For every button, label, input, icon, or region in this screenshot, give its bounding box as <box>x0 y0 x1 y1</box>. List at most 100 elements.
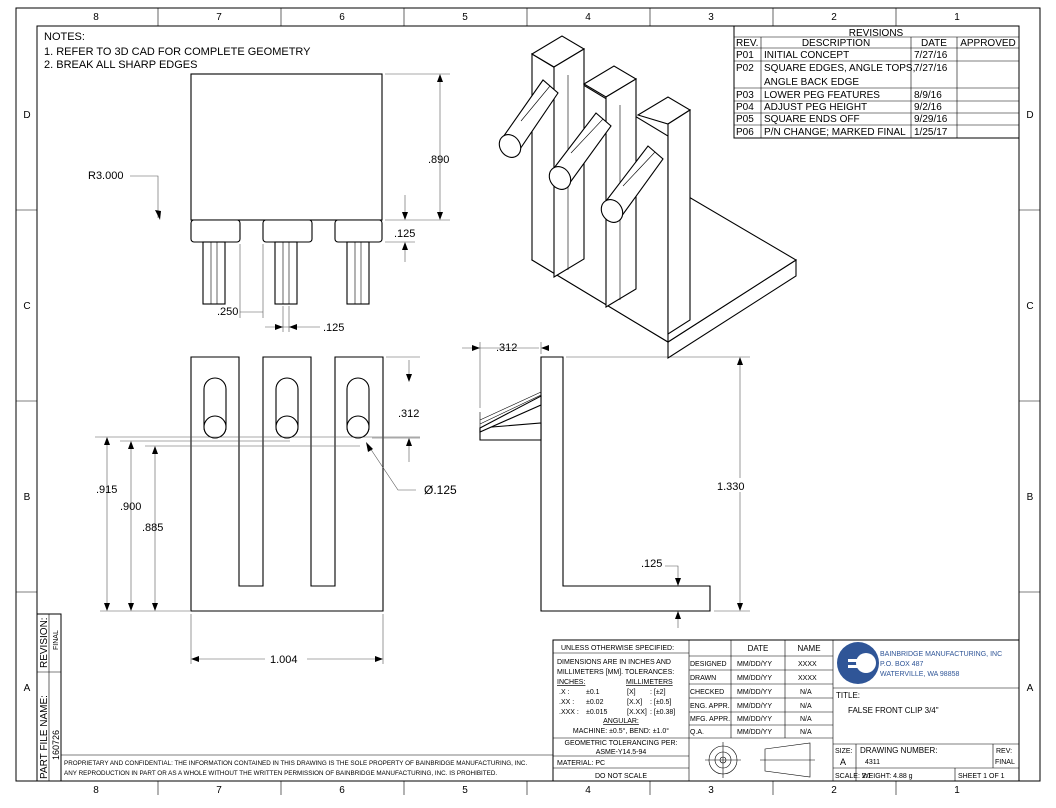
size-label: SIZE: <box>835 748 853 755</box>
zone-row-a-right: A <box>1027 683 1034 694</box>
rev-row-1-rev: P01 <box>736 50 754 61</box>
tol-angular-label: ANGULAR: <box>603 718 639 725</box>
disclaimer-line-2: ANY REPRODUCTION IN PART OR AS A WHOLE W… <box>64 770 497 777</box>
rev-row-2-desc: SQUARE EDGES, ANGLE TOPS, <box>764 63 915 74</box>
zone-col-4-bottom: 4 <box>585 785 591 796</box>
appr-row-3-date: MM/DD/YY <box>737 689 772 696</box>
zone-col-2-bottom: 2 <box>831 785 837 796</box>
notes-heading: NOTES: <box>44 31 85 43</box>
appr-row-6-role: Q.A. <box>690 729 704 736</box>
rev-col-date: DATE <box>921 38 947 49</box>
zone-row-c-left: C <box>23 301 30 312</box>
rev-col-rev: REV. <box>736 38 758 49</box>
rev-col-approved: APPROVED <box>960 38 1016 49</box>
appr-row-1-name: XXXX <box>798 661 817 668</box>
zone-labels-side: D C B A D C B A <box>23 110 1033 694</box>
rev-row-1-desc: INITIAL CONCEPT <box>764 50 849 61</box>
dim-slot-width: .125 <box>323 322 344 334</box>
zone-col-4: 4 <box>585 12 591 23</box>
appr-row-6-name: N/A <box>800 729 812 736</box>
title-label: TITLE: <box>836 691 860 700</box>
company-address-1: P.O. BOX 487 <box>880 661 924 668</box>
appr-col-date: DATE <box>748 644 769 653</box>
appr-row-6-date: MM/DD/YY <box>737 729 772 736</box>
tol-row-3-in: .XXX : <box>559 709 579 716</box>
rev-row-4-rev: P04 <box>736 102 754 113</box>
zone-row-a-left: A <box>24 683 31 694</box>
drawing-number-label: DRAWING NUMBER: <box>860 746 937 755</box>
disclaimer: PROPRIETARY AND CONFIDENTIAL: THE INFORM… <box>61 754 553 777</box>
rev-label: REV: <box>996 748 1012 755</box>
rev-row-2-rev: P02 <box>736 63 754 74</box>
rev-value: FINAL <box>995 759 1015 766</box>
note-1: 1. REFER TO 3D CAD FOR COMPLETE GEOMETRY <box>44 46 311 58</box>
tol-row-2-in: .XX : <box>559 699 574 706</box>
drawing-number-value: 4311 <box>865 759 880 766</box>
company-logo-icon <box>837 642 879 684</box>
side-view <box>479 356 711 612</box>
zone-labels-top: 8 7 6 5 4 3 2 1 <box>93 12 960 23</box>
tol-row-2-in-tol: ±0.02 <box>586 699 604 706</box>
dim-diameter: Ø.125 <box>424 483 457 497</box>
appr-col-name: NAME <box>797 644 820 653</box>
dim-radius: R3.000 <box>88 170 123 182</box>
rev-row-3-rev: P03 <box>736 90 754 101</box>
appr-row-3-role: CHECKED <box>690 689 724 696</box>
dim-peg-offset: .312 <box>398 408 419 420</box>
rev-row-6-date: 1/25/17 <box>914 127 948 138</box>
tol-angular-value: MACHINE: ±0.5°, BEND: ±1.0° <box>573 727 669 735</box>
rev-row-2-date: 7/27/16 <box>914 63 948 74</box>
zone-col-3: 3 <box>708 12 714 23</box>
rev-row-4-date: 9/2/16 <box>914 102 942 113</box>
side-revision-value: FINAL <box>53 630 60 650</box>
zone-col-5: 5 <box>462 12 468 23</box>
rev-row-1-date: 7/27/16 <box>914 50 948 61</box>
dim-side-height: 1.330 <box>717 481 745 493</box>
zone-col-8: 8 <box>93 12 99 23</box>
appr-row-2-date: MM/DD/YY <box>737 675 772 682</box>
rev-row-5-desc: SQUARE ENDS OFF <box>764 114 860 125</box>
top-view-dimensions: .890 .125 R3.000 .250 .125 <box>88 73 450 334</box>
tol-noscale: DO NOT SCALE <box>595 773 647 780</box>
weight: WEIGHT: 4.88 g <box>862 773 913 780</box>
tol-gdt-2: ASME-Y14.5-94 <box>596 749 647 756</box>
tol-line2: MILLIMETERS [MM]. TOLERANCES: <box>557 669 674 676</box>
zone-row-d-right: D <box>1026 110 1033 121</box>
tol-row-3-mm: [X.XX] <box>627 709 647 716</box>
notes: NOTES: 1. REFER TO 3D CAD FOR COMPLETE G… <box>44 31 311 71</box>
revisions-table: REVISIONS REV. DESCRIPTION DATE APPROVED… <box>733 25 1020 139</box>
appr-row-5-role: MFG. APPR. <box>690 716 730 723</box>
rev-row-3-desc: LOWER PEG FEATURES <box>764 90 880 101</box>
company-address-2: WATERVILLE, WA 98858 <box>880 671 959 678</box>
rev-row-5-rev: P05 <box>736 114 754 125</box>
tol-header: UNLESS OTHERWISE SPECIFIED: <box>561 645 674 652</box>
zone-ticks <box>16 8 1040 795</box>
zone-col-2: 2 <box>831 12 837 23</box>
side-view-dimensions: .312 1.330 .125 <box>462 342 750 628</box>
tol-row-3-mm-tol: : [±0.38] <box>650 709 675 716</box>
dim-width: 1.004 <box>270 654 298 666</box>
tol-row-1-in-tol: ±0.1 <box>586 689 600 696</box>
appr-row-1-role: DESIGNED <box>690 661 727 668</box>
size-value: A <box>840 757 846 767</box>
rev-row-3-date: 8/9/16 <box>914 90 942 101</box>
appr-row-1-date: MM/DD/YY <box>737 661 772 668</box>
dim-h2: .900 <box>120 501 141 513</box>
dim-h3: .885 <box>142 522 163 534</box>
front-view <box>190 356 384 612</box>
zone-labels-bottom: 8 7 6 5 4 3 2 1 <box>93 785 960 796</box>
tol-row-2-mm: [X.X] <box>627 699 642 706</box>
appr-row-3-name: N/A <box>800 689 812 696</box>
tol-material: MATERIAL: PC <box>557 760 605 767</box>
dim-height-top: .890 <box>428 154 449 166</box>
zone-col-7: 7 <box>216 12 222 23</box>
appr-row-2-role: DRAWN <box>690 675 716 682</box>
tol-row-1-in: .X : <box>559 689 570 696</box>
inner-border <box>36 25 1020 782</box>
rev-row-2-desc2: ANGLE BACK EDGE <box>764 77 859 88</box>
zone-col-6-bottom: 6 <box>339 785 345 796</box>
tol-mm-label: MILLIMETERS <box>626 679 673 686</box>
title-block: UNLESS OTHERWISE SPECIFIED: DIMENSIONS A… <box>552 639 1020 782</box>
isometric-view <box>498 35 798 360</box>
